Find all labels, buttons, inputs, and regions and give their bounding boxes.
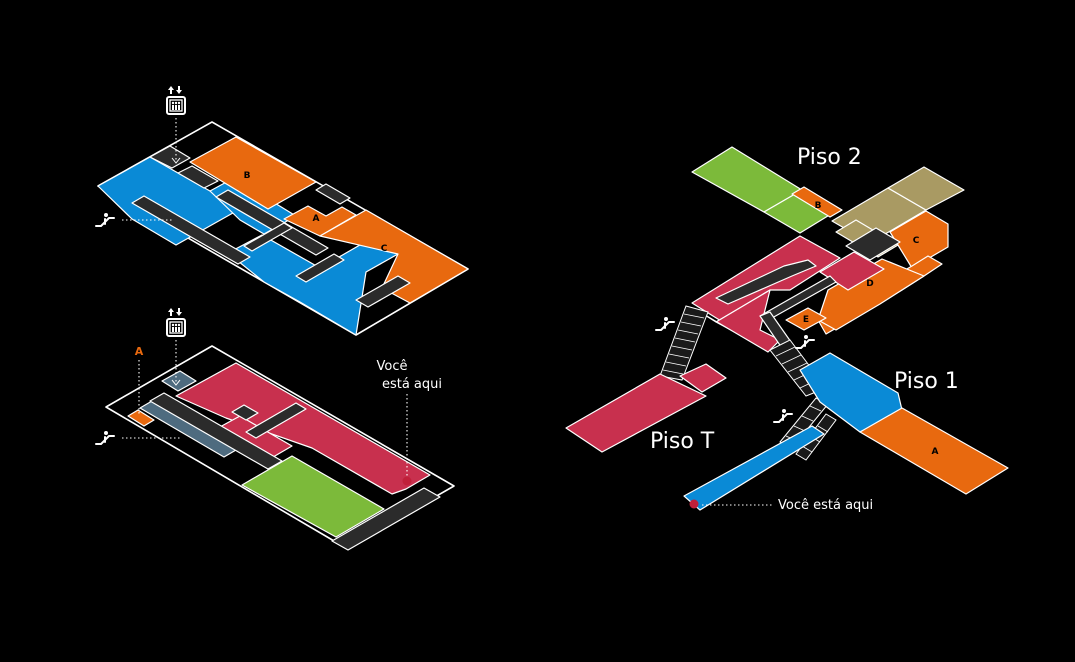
zone-a-lower-label: A bbox=[135, 345, 144, 358]
upper-blue-zone-south bbox=[227, 234, 399, 336]
pisot-crimson-zone[interactable] bbox=[565, 373, 707, 453]
elevator-icon[interactable] bbox=[166, 85, 186, 115]
right-floor-piso2: B C D E Piso 2 bbox=[691, 145, 965, 355]
left-upper-floor: B A C bbox=[95, 85, 469, 336]
piso2-crimson-east[interactable] bbox=[819, 251, 885, 291]
escalator-icon[interactable] bbox=[95, 430, 115, 445]
right-floor-piso1: A Piso 1 bbox=[799, 352, 1009, 495]
lower-corridor-south bbox=[331, 487, 441, 551]
you-are-here-marker bbox=[402, 476, 412, 486]
zone-c-right-label: C bbox=[913, 236, 920, 246]
upper-corridor-ne bbox=[315, 183, 351, 205]
escalator-stairs-t-2 bbox=[659, 305, 709, 381]
upper-corridor-inner bbox=[177, 165, 219, 189]
you-are-here-label-line2: está aqui bbox=[382, 377, 442, 392]
upper-corridor-spine bbox=[215, 189, 329, 256]
upper-corridor-east bbox=[355, 275, 411, 308]
elevator-icon[interactable] bbox=[166, 307, 186, 337]
zone-b-label: B bbox=[244, 171, 251, 181]
escalator-icon[interactable] bbox=[95, 212, 115, 227]
zone-c-label: C bbox=[381, 244, 388, 254]
zone-a-label: A bbox=[313, 214, 320, 224]
zone-a-right-label: A bbox=[932, 447, 939, 457]
left-lower-floor: A Você está aqui bbox=[95, 307, 455, 551]
escalator-icon[interactable] bbox=[795, 334, 815, 349]
upper-corridor-main bbox=[131, 195, 251, 265]
piso2-khaki-block-2[interactable] bbox=[887, 166, 965, 211]
lower-corridor-cross1 bbox=[231, 404, 259, 421]
lower-green-zone[interactable] bbox=[241, 455, 385, 538]
you-are-here-marker-right bbox=[689, 499, 699, 509]
floor-label-piso1: Piso 1 bbox=[894, 369, 959, 394]
zone-c-right[interactable] bbox=[889, 210, 949, 269]
piso2-crimson-south[interactable] bbox=[699, 289, 781, 353]
you-are-here-label-line1: Você bbox=[377, 359, 408, 374]
floor-label-piso2: Piso 2 bbox=[797, 145, 862, 170]
zone-a-lower[interactable] bbox=[127, 409, 155, 427]
escalator-icon[interactable] bbox=[655, 316, 675, 331]
upper-corridor-north bbox=[149, 145, 191, 169]
you-are-here-label-right: Você está aqui bbox=[778, 498, 873, 513]
zone-d-right-label: D bbox=[866, 279, 873, 289]
piso2-corridor-diagonal bbox=[715, 259, 817, 305]
zone-a-right[interactable] bbox=[859, 407, 1009, 495]
lower-corridor-spine bbox=[149, 392, 283, 470]
upper-corridor-cross1 bbox=[243, 222, 293, 252]
piso2-corridor-north bbox=[845, 227, 901, 261]
floor-label-pisot: Piso T bbox=[650, 429, 715, 454]
lower-corridor-cross2 bbox=[245, 402, 307, 439]
zone-c-upper[interactable] bbox=[319, 209, 469, 304]
zone-b[interactable] bbox=[189, 136, 317, 210]
elevator-arrow-icon bbox=[171, 157, 181, 164]
escalator-icon[interactable] bbox=[773, 408, 793, 423]
zone-e-right-label: E bbox=[803, 315, 809, 325]
right-floor-pisoT: Piso T Você está aqui bbox=[565, 363, 873, 513]
elevator-arrow-icon bbox=[171, 379, 181, 386]
pisot-crimson-zone-tip[interactable] bbox=[679, 363, 727, 393]
zone-e-right[interactable] bbox=[785, 307, 827, 331]
zone-b-right-label: B bbox=[815, 201, 822, 211]
upper-corridor-cross2 bbox=[295, 253, 345, 283]
zone-b-right[interactable] bbox=[791, 186, 843, 218]
